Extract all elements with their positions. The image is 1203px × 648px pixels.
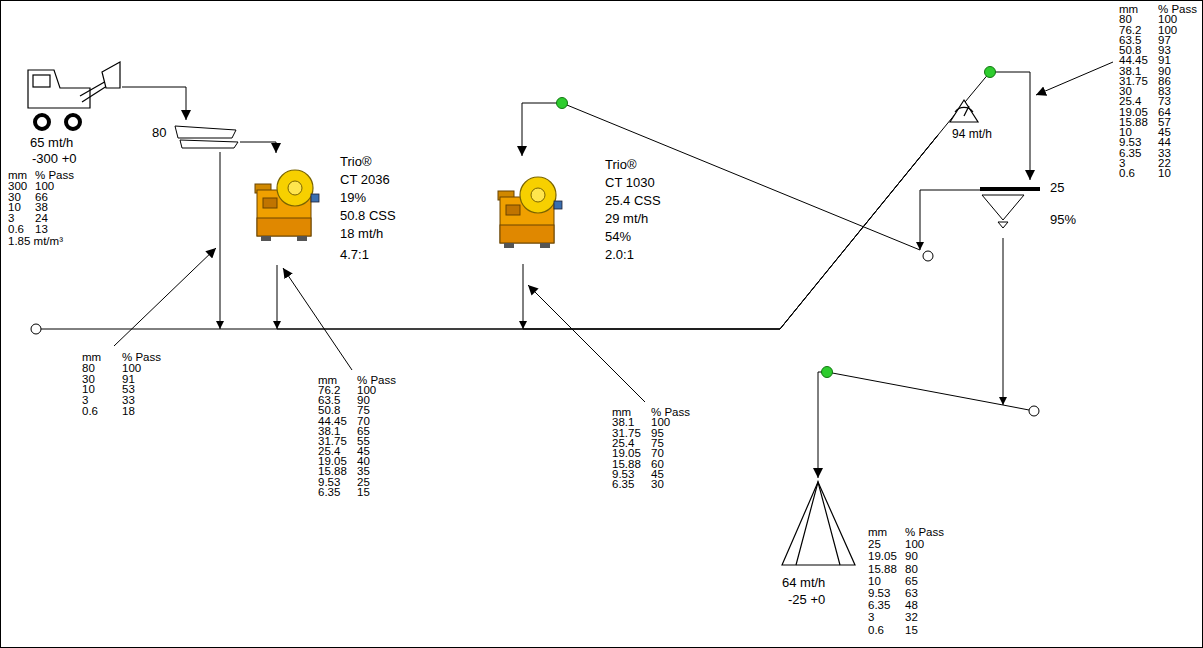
table-cell: 100 bbox=[905, 539, 924, 551]
table-cell: 33 bbox=[122, 395, 135, 407]
table-cell: 15 bbox=[905, 625, 918, 637]
table-cell: 3 bbox=[82, 395, 88, 407]
node-text: 25.4 CSS bbox=[605, 194, 661, 208]
table-cell: 13 bbox=[35, 224, 48, 236]
table-cell: mm bbox=[8, 170, 27, 182]
grizzly-feeder: 80 bbox=[150, 120, 240, 152]
conveyor-pieces bbox=[41, 96, 1029, 410]
table-cell: % Pass bbox=[35, 170, 74, 182]
node-text: -300 +0 bbox=[32, 152, 76, 166]
crusher-icon bbox=[255, 170, 319, 241]
node-text: 25 bbox=[1050, 181, 1064, 195]
table-cell: mm bbox=[82, 352, 101, 364]
node-text: 65 mt/h bbox=[30, 136, 73, 150]
conveyor-line bbox=[277, 135, 938, 329]
cone-crusher: Trio® CT 1030 25.4 CSS 29 mt/h 54% 2.0:1 bbox=[497, 156, 663, 264]
table-cell: 0.6 bbox=[1119, 168, 1135, 180]
table-cell: mm bbox=[868, 527, 887, 539]
drop-arrowheads bbox=[216, 242, 1007, 405]
table-cell: 18 bbox=[122, 406, 135, 418]
table-cell: 6.35 bbox=[318, 487, 340, 499]
head-pulley bbox=[557, 98, 568, 109]
table-cell: 80 bbox=[82, 363, 95, 375]
leader-arrows bbox=[114, 62, 1113, 402]
table-cell: 3 bbox=[8, 213, 14, 225]
table-cell: 100 bbox=[122, 363, 141, 375]
conveyor-line bbox=[818, 238, 1003, 478]
table-cell: 10 bbox=[1158, 168, 1171, 180]
node-text: 95% bbox=[1050, 213, 1076, 227]
conveyor-line bbox=[240, 142, 276, 153]
table-cell: 0.6 bbox=[82, 406, 98, 418]
node-text: 2.0:1 bbox=[605, 248, 634, 262]
conveyor-line bbox=[970, 72, 1030, 180]
node-text: 29 mt/h bbox=[605, 212, 648, 226]
loader-feed: 65 mt/h -300 +0 bbox=[20, 58, 122, 168]
table-cell: 30 bbox=[82, 374, 95, 386]
table-cell: 10 bbox=[868, 576, 881, 588]
table-cell: 10 bbox=[8, 202, 21, 214]
node-text: 94 mt/h bbox=[952, 128, 992, 141]
screen-symbol bbox=[980, 180, 1080, 238]
density-label: 1.85 mt/m³ bbox=[8, 236, 63, 248]
table-cell: 38 bbox=[35, 202, 48, 214]
table-cell: 66 bbox=[35, 192, 48, 204]
pile-symbol bbox=[778, 478, 860, 610]
table-cell: 32 bbox=[905, 612, 918, 624]
table-cell: 15 bbox=[357, 487, 370, 499]
table-cell: 15.88 bbox=[868, 564, 897, 576]
table-cell: % Pass bbox=[905, 527, 944, 539]
table-cell: 6.35 bbox=[868, 600, 890, 612]
node-text: -25 +0 bbox=[788, 593, 825, 607]
table-cell: 91 bbox=[122, 374, 135, 386]
tail-pulleys bbox=[31, 251, 1039, 416]
head-pulley bbox=[822, 367, 833, 378]
node-text: CT 2036 bbox=[340, 173, 390, 187]
table-cell: 53 bbox=[122, 384, 135, 396]
table-cell: 63 bbox=[905, 588, 918, 600]
node-text: 50.8 CSS bbox=[340, 209, 396, 223]
table-cell: % Pass bbox=[122, 352, 161, 364]
node-text: Trio® bbox=[340, 155, 371, 169]
table-cell: 100 bbox=[35, 181, 54, 193]
table-cell: 65 bbox=[905, 576, 918, 588]
table-cell: 3 bbox=[868, 612, 874, 624]
table-cell: 19.05 bbox=[868, 551, 897, 563]
conveyor-line bbox=[522, 103, 980, 250]
table-cell: 0.6 bbox=[8, 224, 24, 236]
head-pulley bbox=[985, 67, 996, 78]
table-cell: 0.6 bbox=[868, 625, 884, 637]
table-cell: 24 bbox=[35, 213, 48, 225]
node-text: Trio® bbox=[605, 158, 636, 172]
conveyor-line bbox=[220, 135, 938, 329]
node-text: 4.7:1 bbox=[340, 248, 369, 262]
table-cell: 80 bbox=[905, 564, 918, 576]
table-cell: 90 bbox=[905, 551, 918, 563]
stockpile: 64 mt/h -25 +0 bbox=[778, 478, 860, 610]
table-cell: 10 bbox=[82, 384, 95, 396]
table-cell: 300 bbox=[8, 181, 27, 193]
table-cell: 30 bbox=[651, 479, 664, 491]
node-text: 80 bbox=[152, 126, 166, 140]
node-text: 54% bbox=[605, 230, 631, 244]
table-cell: 9.53 bbox=[868, 588, 890, 600]
node-text: 18 mt/h bbox=[340, 227, 383, 241]
conveyor-line bbox=[122, 87, 186, 120]
table-cell: 48 bbox=[905, 600, 918, 612]
node-text: 64 mt/h bbox=[782, 576, 825, 590]
table-cell: 6.35 bbox=[612, 479, 634, 491]
table-cell: 30 bbox=[8, 192, 21, 204]
node-text: CT 1030 bbox=[605, 176, 655, 190]
node-text: 19% bbox=[340, 191, 366, 205]
table-cell: 25 bbox=[868, 539, 881, 551]
vibrating-screen: 25 95% bbox=[980, 180, 1080, 238]
jaw-crusher: Trio® CT 2036 19% 50.8 CSS 18 mt/h 4.7:1 bbox=[253, 153, 408, 265]
belt-scale: 94 mt/h bbox=[938, 96, 1000, 146]
crusher-icon bbox=[498, 177, 562, 248]
